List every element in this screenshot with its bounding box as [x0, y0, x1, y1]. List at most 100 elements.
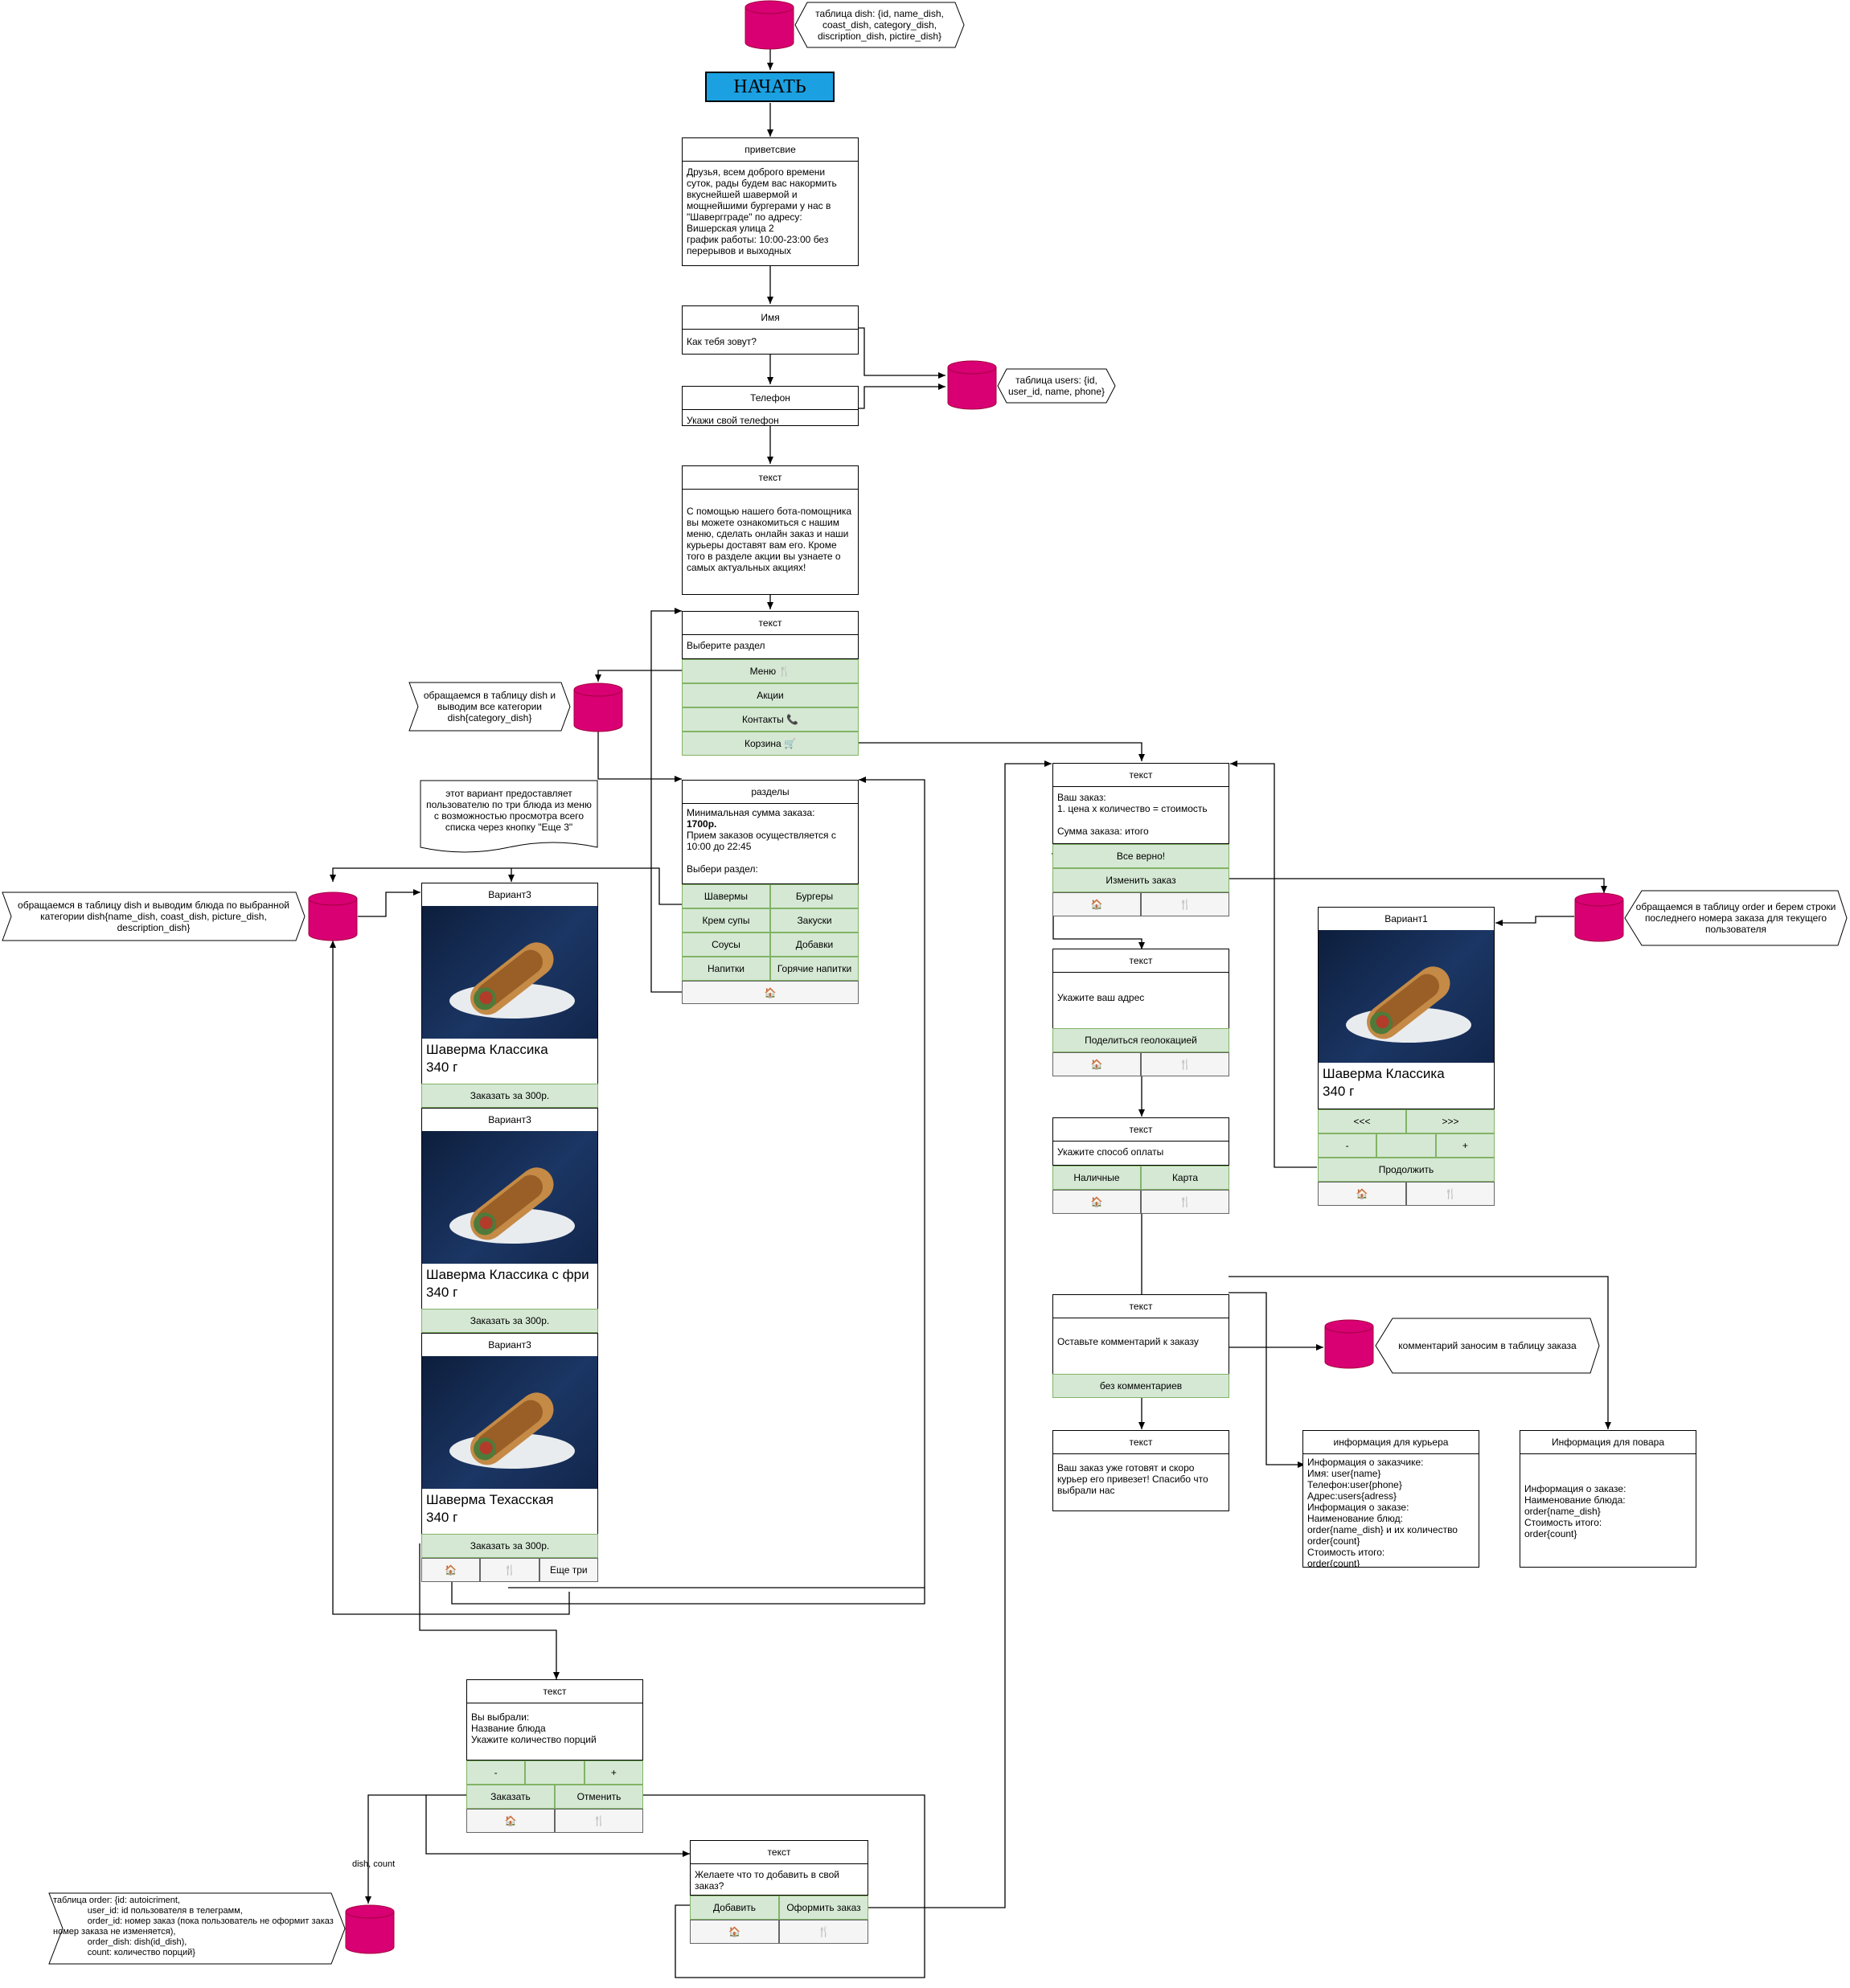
promo-button[interactable]: Акции	[682, 683, 859, 707]
block-text: Друзья, всем доброго времени суток, рады…	[687, 166, 837, 256]
contacts-button[interactable]: Контакты 📞	[682, 707, 859, 732]
block-text: Прием заказов осуществляется с 10:00 до …	[687, 830, 836, 875]
increase-button[interactable]: +	[584, 1761, 643, 1785]
home-button[interactable]: 🏠	[690, 1920, 779, 1944]
start-block[interactable]: НАЧАТЬ	[705, 72, 835, 102]
block-text: Как тебя зовут?	[687, 336, 757, 347]
block-text: Желаете что то добавить в свой заказ?	[695, 1869, 839, 1892]
home-button[interactable]: 🏠	[1318, 1182, 1406, 1206]
order-dish-button[interactable]: Заказать за 300р.	[421, 1534, 598, 1558]
block-text: Вы выбрали: Название блюда Укажите колич…	[471, 1711, 597, 1745]
dish-name: Шаверма Классика	[1323, 1066, 1445, 1081]
block-text: Информация о заказе: Наименование блюда:…	[1524, 1483, 1626, 1539]
continue-button[interactable]: Продолжить	[1318, 1158, 1495, 1182]
edit-order-button[interactable]: Изменить заказ	[1052, 868, 1229, 892]
add-more-block: текст Желаете что то добавить в свой зак…	[690, 1840, 868, 1896]
block-title: Имя	[683, 306, 858, 330]
block-title: Вариант1	[1319, 908, 1494, 931]
order-lookup-note: обращаемся в таблицу order и берем строк…	[1624, 890, 1848, 946]
confirm-button[interactable]: Все верно!	[1052, 844, 1229, 868]
menu-button[interactable]: Меню 🍴	[682, 659, 859, 683]
database-icon	[1324, 1319, 1374, 1369]
intro-block: текст С помощью нашего бота-помощника вы…	[682, 465, 859, 595]
block-text: С помощью нашего бота-помощника вы может…	[687, 506, 852, 573]
block-text: Минимальная сумма заказа:	[687, 807, 815, 818]
menu-icon-button[interactable]: 🍴	[1141, 892, 1229, 916]
more-three-button[interactable]: Еще три	[539, 1558, 598, 1582]
block-text: Ваш заказ уже готовят и скоро курьер его…	[1057, 1462, 1208, 1496]
cook-info-block: Информация для повара Информация о заказ…	[1520, 1430, 1696, 1568]
confirm-order-button[interactable]: Заказать	[466, 1785, 555, 1809]
order-summary-block: текст Ваш заказ: 1. цена х количество = …	[1052, 763, 1229, 844]
database-icon	[308, 892, 358, 941]
dish-weight: 340 г	[426, 1285, 458, 1300]
count-display	[1376, 1133, 1436, 1158]
home-button[interactable]: 🏠	[1052, 892, 1141, 916]
block-title: информация для курьера	[1303, 1431, 1479, 1454]
block-title: текст	[1053, 1295, 1229, 1318]
category-snacks[interactable]: Закуски	[770, 908, 859, 933]
category-hot-drinks[interactable]: Горячие напитки	[770, 957, 859, 981]
dish-photo	[1319, 930, 1494, 1063]
dishes-note: обращаемся в таблицу dish и выводим блюд…	[2, 892, 306, 941]
section-block: текст Выберите раздел	[682, 611, 859, 659]
payment-block: текст Укажите способ оплаты	[1052, 1117, 1229, 1166]
quantity-block: текст Вы выбрали: Название блюда Укажите…	[466, 1679, 643, 1761]
menu-icon-button[interactable]: 🍴	[779, 1920, 868, 1944]
block-text: Оставьте комментарий к заказу	[1057, 1336, 1199, 1347]
block-title: текст	[683, 612, 858, 635]
decrease-button[interactable]: -	[466, 1761, 526, 1785]
category-sauces[interactable]: Соусы	[682, 933, 770, 957]
dish-table-note: таблица dish: {id, name_dish, coast_dish…	[794, 2, 965, 48]
block-title: Информация для повара	[1520, 1431, 1696, 1454]
increase-button[interactable]: +	[1435, 1133, 1495, 1158]
category-additions[interactable]: Добавки	[770, 933, 859, 957]
home-button[interactable]: 🏠	[1052, 1190, 1141, 1214]
cancel-button[interactable]: Отменить	[555, 1785, 643, 1809]
menu-icon-button[interactable]: 🍴	[1141, 1190, 1229, 1214]
block-title: Телефон	[683, 387, 858, 410]
home-button[interactable]: 🏠	[466, 1809, 555, 1833]
prev-button[interactable]: <<<	[1318, 1109, 1406, 1133]
users-table-note: таблица users: {id, user_id, name, phone…	[997, 368, 1116, 404]
final-block: текст Ваш заказ уже готовят и скоро курь…	[1052, 1430, 1229, 1511]
home-button[interactable]: 🏠	[682, 981, 859, 1004]
cart-button[interactable]: Корзина 🛒	[682, 732, 859, 756]
block-title: текст	[467, 1680, 642, 1703]
order-table-note: таблица order: {id: autoicriment, user_i…	[48, 1892, 346, 1965]
home-button[interactable]: 🏠	[421, 1558, 481, 1582]
name-block: Имя Как тебя зовут?	[682, 305, 859, 355]
category-burgers[interactable]: Бургеры	[770, 884, 859, 908]
cash-button[interactable]: Наличные	[1052, 1166, 1141, 1190]
menu-icon-button[interactable]: 🍴	[1141, 1052, 1229, 1076]
dish-weight: 340 г	[426, 1510, 458, 1525]
menu-icon-button[interactable]: 🍴	[555, 1809, 643, 1833]
decrease-button[interactable]: -	[1318, 1133, 1377, 1158]
category-shawarma[interactable]: Шавермы	[682, 884, 770, 908]
order-dish-button[interactable]: Заказать за 300р.	[421, 1084, 598, 1108]
menu-icon-button[interactable]: 🍴	[1406, 1182, 1495, 1206]
database-icon	[947, 360, 997, 410]
dish-photo	[422, 906, 597, 1039]
category-soups[interactable]: Крем супы	[682, 908, 770, 933]
block-title: текст	[1053, 1431, 1229, 1454]
phone-block: Телефон Укажи свой телефон	[682, 386, 859, 426]
next-button[interactable]: >>>	[1406, 1109, 1495, 1133]
home-button[interactable]: 🏠	[1052, 1052, 1141, 1076]
add-button[interactable]: Добавить	[690, 1896, 779, 1920]
categories-block: разделы Минимальная сумма заказа: 1700р.…	[682, 780, 859, 884]
courier-info-block: информация для курьера Информация о зака…	[1302, 1430, 1479, 1568]
block-title: текст	[1053, 1118, 1229, 1142]
dish-weight: 340 г	[426, 1060, 458, 1075]
checkout-button[interactable]: Оформить заказ	[779, 1896, 868, 1920]
no-comment-button[interactable]: без комментариев	[1052, 1374, 1229, 1398]
order-dish-button[interactable]: Заказать за 300р.	[421, 1309, 598, 1333]
card-button[interactable]: Карта	[1141, 1166, 1229, 1190]
category-drinks[interactable]: Напитки	[682, 957, 770, 981]
block-title: текст	[1053, 764, 1229, 787]
share-location-button[interactable]: Поделиться геолокацией	[1052, 1028, 1229, 1052]
dish-name: Шаверма Техасская	[426, 1492, 554, 1507]
address-block: текст Укажите ваш адрес	[1052, 949, 1229, 1029]
menu-icon-button[interactable]: 🍴	[480, 1558, 539, 1582]
